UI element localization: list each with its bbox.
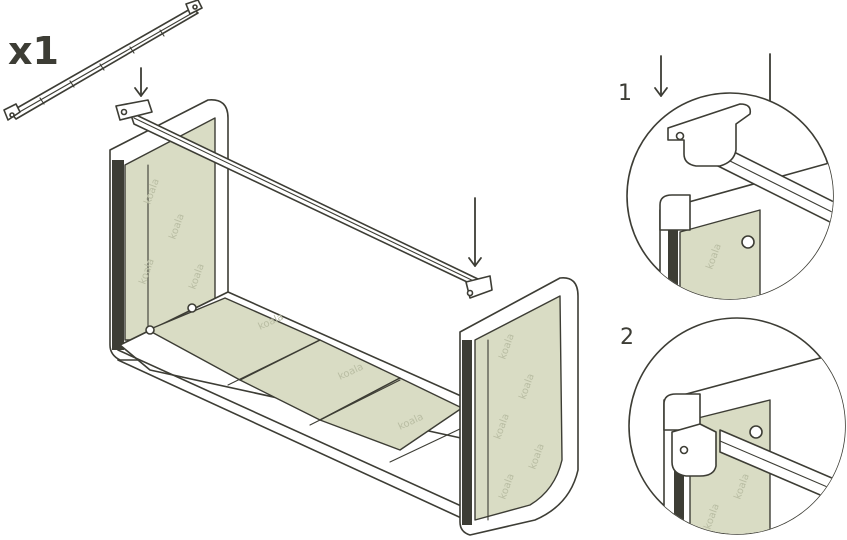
rail-bracket (671, 423, 717, 477)
rail-bracket (667, 103, 752, 167)
base-frame: koala koala koala (117, 291, 471, 523)
screw-icon (741, 235, 755, 249)
quantity-label: x1 (8, 29, 59, 73)
arrow-down-icon (134, 67, 148, 97)
spare-rail (3, 0, 203, 121)
screw-icon (187, 303, 197, 313)
detail-step-1: 1 koala (618, 53, 834, 300)
step-number: 2 (620, 325, 634, 350)
part-callout: x1 (3, 0, 203, 121)
arrow-down-icon (468, 197, 482, 267)
top-rail (115, 99, 493, 299)
right-side-panel: koala koala koala koala koala (459, 277, 579, 536)
cabinet-assembly: koala koala koala koala koala koala koal… (109, 67, 579, 536)
screw-icon (145, 325, 155, 335)
detail-step-2: 2 koala koala (620, 317, 846, 535)
left-side-panel: koala koala koala koala (109, 99, 229, 361)
step-number: 1 (618, 81, 632, 106)
arrow-down-icon (654, 55, 668, 97)
screw-icon (749, 425, 763, 439)
